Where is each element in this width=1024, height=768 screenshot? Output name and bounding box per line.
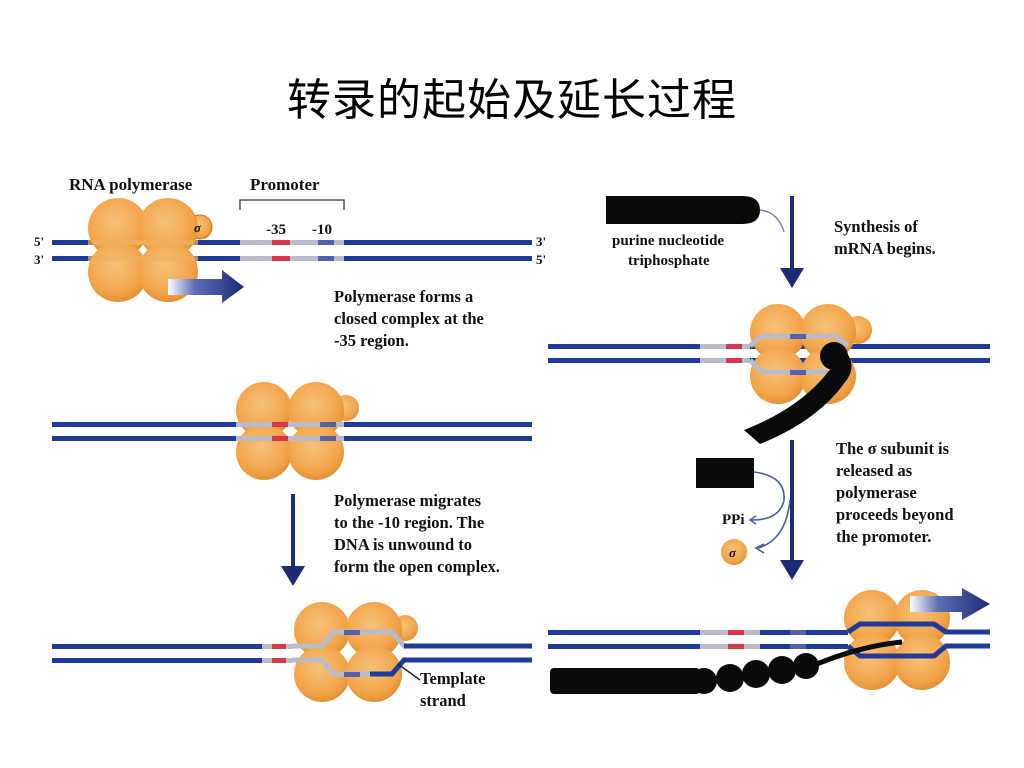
svg-text:form the open complex.: form the open complex. [334, 557, 500, 576]
movement-arrow [168, 270, 244, 303]
svg-text:the promoter.: the promoter. [836, 527, 931, 546]
template-label-1: Template [420, 669, 485, 688]
rna-polymerase-2 [236, 382, 359, 480]
rna-polymerase-4 [750, 304, 872, 404]
dna-strand-1 [52, 240, 532, 261]
minus10-label: -10 [312, 222, 332, 238]
dna-promoter-2 [236, 422, 344, 441]
minus35-label: -35 [266, 222, 286, 238]
sigma-label: σ [194, 220, 202, 235]
rna-polymerase-label: RNA polymerase [69, 175, 193, 194]
pyrophosphate-block [696, 458, 754, 488]
down-arrow-right-1 [780, 196, 804, 288]
svg-text:The σ subunit is: The σ subunit is [836, 439, 950, 458]
note-open-complex: Polymerase migrates to the -10 region. T… [334, 491, 500, 576]
svg-text:released as: released as [836, 461, 913, 480]
svg-text:to the -10 region. The: to the -10 region. The [334, 513, 484, 532]
promoter-label: Promoter [250, 175, 320, 194]
down-arrow-left [281, 494, 305, 586]
purine-label-1: purine nucleotide [612, 233, 724, 249]
svg-text:mRNA begins.: mRNA begins. [834, 239, 936, 258]
rna-polymerase-3 [294, 602, 418, 702]
svg-text:closed complex at the: closed complex at the [334, 309, 484, 328]
down-arrow-right-2 [780, 440, 804, 580]
released-sigma-label: σ [729, 545, 737, 560]
purine-label-2: triphosphate [628, 253, 710, 269]
panel-elongation [548, 588, 990, 694]
note-closed-complex: Polymerase forms a closed complex at the… [334, 287, 484, 350]
three-prime-right: 3' [536, 234, 546, 249]
svg-text:DNA is unwound to: DNA is unwound to [334, 535, 472, 554]
dna-strand-3 [52, 629, 532, 677]
svg-text:Polymerase forms a: Polymerase forms a [334, 287, 473, 306]
svg-text:polymerase: polymerase [836, 483, 917, 502]
template-pointer [397, 663, 421, 681]
note-synthesis: Synthesis of mRNA begins. [834, 217, 936, 258]
mrna-start [744, 352, 852, 444]
released-sigma [721, 539, 747, 565]
panel-closed-approach: RNA polymerase Promoter -35 -10 5' 3' 3'… [34, 175, 546, 350]
five-prime-left: 5' [34, 234, 44, 249]
template-label-2: strand [420, 691, 466, 710]
mrna-chain [550, 639, 903, 694]
rna-polymerase-1: σ [88, 198, 213, 302]
panel-sigma-release: PPi σ The σ subunit is released as polym… [696, 439, 954, 580]
panel-synthesis-begins: purine nucleotide triphosphate Synthesis… [548, 196, 990, 444]
note-sigma-release: The σ subunit is released as polymerase … [836, 439, 954, 546]
dna-strand-6 [548, 630, 848, 649]
svg-text:-35 region.: -35 region. [334, 331, 409, 350]
purine-nucleotide-bar [606, 196, 760, 224]
promoter-bracket [239, 199, 345, 210]
panel-open-complex: Template strand [52, 602, 532, 710]
svg-text:Synthesis of: Synthesis of [834, 217, 918, 236]
three-prime-left: 3' [34, 252, 44, 267]
elongation-arrow [910, 588, 990, 620]
panel-closed-complex: Polymerase migrates to the -10 region. T… [52, 382, 532, 586]
ppi-pointer [751, 471, 785, 521]
svg-text:Polymerase migrates: Polymerase migrates [334, 491, 482, 510]
ppi-label: PPi [722, 512, 745, 528]
slide-title: 转录的起始及延长过程 [287, 75, 737, 126]
svg-text:proceeds beyond: proceeds beyond [836, 505, 954, 524]
nucleotide-pointer [759, 209, 785, 233]
five-prime-right: 5' [536, 252, 546, 267]
sigma-pointer [757, 499, 791, 549]
